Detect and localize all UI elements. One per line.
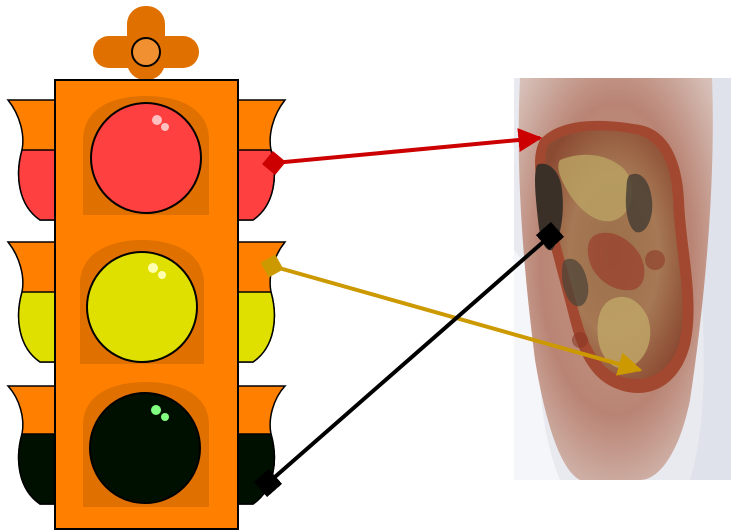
traffic-light-top-ornament	[93, 6, 199, 80]
yellow-lamp-glint	[148, 263, 158, 273]
black-lamp-glint	[151, 405, 161, 415]
black-lamp	[83, 382, 209, 507]
red-lamp	[83, 96, 209, 215]
black-connector-arrow	[268, 236, 550, 483]
red-lamp-glint	[152, 115, 162, 125]
traffic-light	[8, 6, 285, 529]
red-connector-arrow	[274, 138, 540, 163]
wound-photo	[514, 78, 731, 480]
yellow-lamp	[80, 240, 204, 364]
